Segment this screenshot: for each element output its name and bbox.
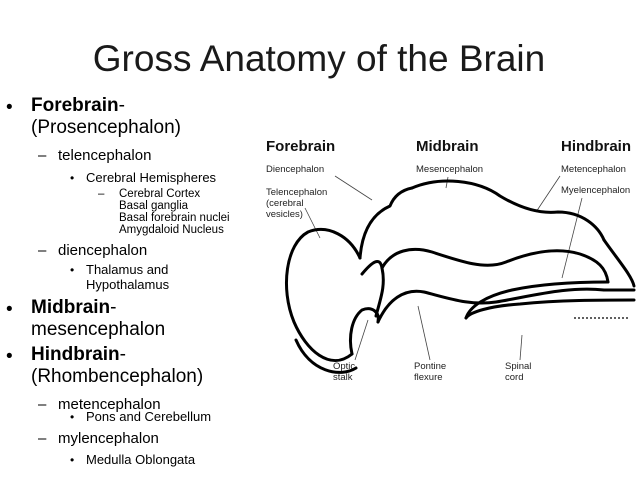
hindbrain-subtitle: (Rhombencephalon) bbox=[31, 366, 204, 387]
leader-diencephalon bbox=[334, 175, 373, 201]
forebrain-suffix: - bbox=[118, 95, 125, 116]
bullet: • bbox=[70, 453, 75, 467]
label-myelencephalon: Myelencephalon bbox=[561, 185, 630, 196]
label-metencephalon: Metencephalon bbox=[561, 164, 626, 175]
leader-myelencephalon bbox=[561, 197, 583, 279]
leader-mesencephalon bbox=[445, 176, 449, 189]
label-stalk: stalk bbox=[333, 372, 353, 383]
dash: – bbox=[38, 242, 47, 259]
bullet: • bbox=[6, 299, 13, 320]
bullet: • bbox=[70, 410, 75, 424]
inner-lower-contour bbox=[380, 247, 610, 284]
label-diencephalon: Diencephalon bbox=[266, 164, 324, 175]
outline-cerebral-item: Amygdaloid Nucleus bbox=[119, 224, 224, 236]
label-pontine: Pontine bbox=[414, 361, 446, 372]
label-flexure: flexure bbox=[414, 372, 443, 383]
leader-telencephalon bbox=[304, 207, 321, 239]
leader-pontine bbox=[417, 305, 431, 361]
leader-lines bbox=[304, 175, 583, 361]
outline-thalamus: Thalamus and bbox=[86, 262, 169, 277]
label-optic: Optic bbox=[333, 361, 355, 372]
leader-spinal bbox=[519, 334, 523, 361]
bullet: • bbox=[70, 263, 75, 277]
label-mesencephalon: Mesencephalon bbox=[416, 164, 483, 175]
outline-medulla: Medulla Oblongata bbox=[86, 452, 196, 467]
label-telencephalon: Telencephalon bbox=[266, 187, 327, 198]
slide-title: Gross Anatomy of the Brain bbox=[92, 38, 546, 79]
dash: – bbox=[98, 188, 105, 200]
dash: – bbox=[38, 147, 47, 164]
outline-mylencephalon: mylencephalon bbox=[58, 430, 159, 447]
outline-diencephalon: diencephalon bbox=[58, 242, 148, 259]
label-cerebral: (cerebral bbox=[266, 198, 304, 209]
hindbrain-suffix: - bbox=[119, 344, 126, 365]
dash: – bbox=[38, 430, 47, 447]
telencephalon-vesicle bbox=[284, 228, 362, 362]
forebrain-term: Forebrain bbox=[31, 95, 119, 116]
outline-cerebral-item: Basal ganglia bbox=[119, 200, 189, 212]
midbrain-hindbrain-top bbox=[410, 179, 606, 242]
leader-optic bbox=[354, 319, 369, 361]
telencephalon-bottom bbox=[294, 338, 358, 374]
figure-header-hindbrain: Hindbrain bbox=[561, 138, 631, 155]
outline-cerebral-item: Cerebral Cortex bbox=[119, 188, 201, 200]
outline-telencephalon: telencephalon bbox=[58, 147, 152, 164]
outline-forebrain: Forebrain- bbox=[31, 95, 125, 117]
bullet: • bbox=[6, 97, 13, 118]
diencephalon-outline bbox=[358, 186, 414, 260]
outline-cerebral-item: Basal forebrain nuclei bbox=[119, 212, 230, 224]
midbrain-suffix: - bbox=[110, 297, 117, 318]
outline-midbrain: Midbrain- bbox=[31, 297, 117, 319]
bullet: • bbox=[70, 171, 75, 185]
hindbrain-term: Hindbrain bbox=[31, 344, 120, 365]
outline-metencephalon: metencephalon bbox=[58, 396, 161, 413]
label-spinal: Spinal bbox=[505, 361, 531, 372]
spinal-cord-lower bbox=[464, 298, 636, 320]
midbrain-term: Midbrain bbox=[31, 297, 111, 318]
figure-header-forebrain: Forebrain bbox=[266, 138, 335, 155]
figure-header-midbrain: Midbrain bbox=[416, 138, 479, 155]
forebrain-subtitle: (Prosencephalon) bbox=[31, 117, 181, 138]
leader-metencephalon bbox=[535, 175, 561, 213]
bullet: • bbox=[6, 346, 13, 367]
brain-outline bbox=[284, 179, 636, 374]
spinal-cord-upper bbox=[464, 280, 610, 320]
ventral-contour bbox=[376, 287, 606, 324]
midbrain-subtitle: mesencephalon bbox=[31, 319, 166, 340]
hindbrain-end bbox=[602, 238, 636, 288]
outline-cerebral-hemispheres: Cerebral Hemispheres bbox=[86, 170, 217, 185]
label-cord: cord bbox=[505, 372, 523, 383]
outline-hypothalamus: Hypothalamus bbox=[86, 277, 170, 292]
dash: – bbox=[38, 396, 47, 413]
label-vesicles: vesicles) bbox=[266, 209, 303, 220]
outline-pons: Pons and Cerebellum bbox=[86, 409, 212, 424]
outline-hindbrain: Hindbrain- bbox=[31, 344, 126, 366]
